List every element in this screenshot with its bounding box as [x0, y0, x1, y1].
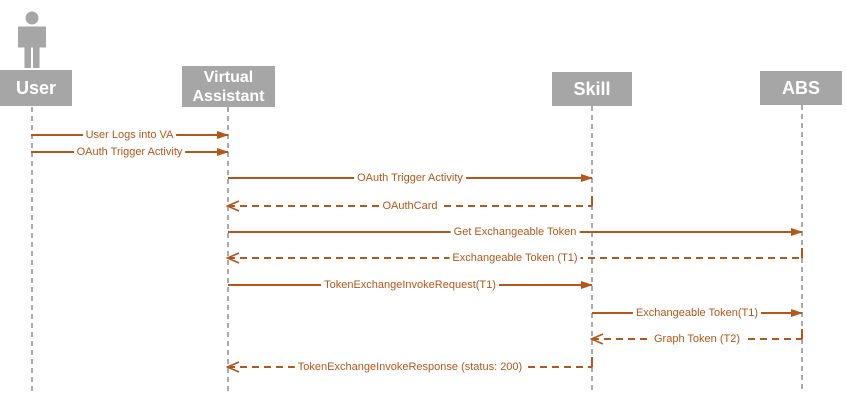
arrowhead-right-icon: [791, 308, 803, 317]
message-label: Graph Token (T2): [650, 333, 744, 345]
actor-label: Skill: [573, 78, 611, 99]
person-icon: [18, 11, 46, 68]
connector-jog: [591, 196, 593, 206]
actor-label: User: [15, 77, 57, 98]
arrowhead-left-open-icon: [226, 200, 240, 212]
connector-jog: [801, 248, 803, 258]
message-label: OAuth Trigger Activity: [73, 146, 186, 158]
actor-abs: ABS: [760, 71, 842, 105]
connector-jog: [591, 357, 593, 367]
actor-label: Virtual Assistant: [192, 68, 265, 105]
arrowhead-right-icon: [791, 227, 803, 236]
message-label: OAuthCard: [379, 200, 441, 212]
actor-user: User: [0, 70, 72, 106]
lifeline-user: [31, 107, 33, 391]
message-label: Get Exchangeable Token: [450, 226, 580, 238]
lifeline-skill: [591, 106, 593, 391]
arrowhead-left-open-icon: [226, 252, 240, 264]
actor-virtual-assistant: Virtual Assistant: [182, 66, 275, 107]
arrowhead-right-icon: [581, 280, 593, 289]
arrowhead-right-icon: [581, 173, 593, 182]
message-label: Exchangeable Token (T1): [449, 252, 581, 264]
arrowhead-left-open-icon: [590, 333, 604, 345]
connector-jog: [801, 329, 803, 339]
lifeline-virtual-assistant: [227, 107, 229, 391]
arrowhead-right-icon: [217, 147, 229, 156]
message-label: OAuth Trigger Activity: [354, 172, 466, 184]
actor-skill: Skill: [552, 72, 632, 106]
arrowhead-left-open-icon: [226, 361, 240, 373]
message-label: TokenExchangeInvokeResponse (status: 200…: [294, 361, 526, 373]
actor-label: ABS: [781, 77, 820, 98]
message-label: User Logs into VA: [82, 129, 177, 141]
arrowhead-right-icon: [217, 130, 229, 139]
message-label: TokenExchangeInvokeRequest(T1): [321, 279, 499, 291]
message-label: Exchangeable Token(T1): [632, 307, 762, 319]
